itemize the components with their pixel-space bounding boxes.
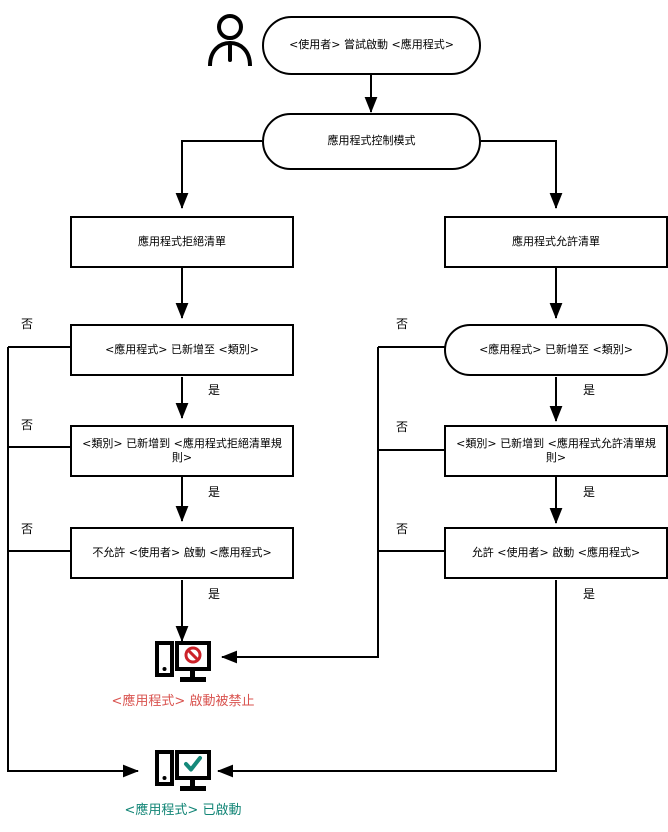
- node-allow-user-start-app-label: 允許 <使用者> 啟動 <應用程式>: [471, 545, 641, 559]
- node-deny-app-added-to-category[interactable]: <應用程式> 已新增至 <類別>: [70, 324, 294, 376]
- edge-label-yes-allow-category: 是: [583, 383, 596, 397]
- node-deny-user-start-app-label: 不允許 <使用者> 啟動 <應用程式>: [92, 545, 272, 559]
- terminal-blocked-caption: <應用程式> 啟動被禁止: [111, 694, 255, 709]
- node-denylist[interactable]: 應用程式拒絕清單: [70, 216, 294, 268]
- edge-label-yes-deny-rule: 是: [208, 485, 221, 499]
- terminal-allowed-caption: <應用程式> 已啟動: [124, 803, 242, 818]
- edge-label-no-deny-rule: 否: [21, 418, 34, 432]
- node-allow-app-added-to-category[interactable]: <應用程式> 已新增至 <類別>: [444, 324, 668, 376]
- node-start[interactable]: <使用者> 嘗試啟動 <應用程式>: [262, 16, 481, 75]
- edge-label-no-allow-start: 否: [396, 522, 409, 536]
- node-control-mode[interactable]: 應用程式控制模式: [262, 113, 481, 170]
- edge-label-no-deny-category: 否: [21, 317, 34, 331]
- node-control-mode-label: 應用程式控制模式: [327, 134, 416, 148]
- edge-label-no-deny-start: 否: [21, 522, 34, 536]
- node-deny-category-rule-label: <類別> 已新增到 <應用程式拒絕清單規則>: [82, 436, 282, 464]
- node-allow-app-added-to-category-label: <應用程式> 已新增至 <類別>: [479, 342, 633, 356]
- edge-label-yes-deny-category: 是: [208, 383, 221, 397]
- node-allow-category-rule-label: <類別> 已新增到 <應用程式允許清單規則>: [456, 436, 656, 464]
- node-start-label: <使用者> 嘗試啟動 <應用程式>: [289, 38, 454, 52]
- node-allow-category-rule[interactable]: <類別> 已新增到 <應用程式允許清單規則>: [444, 425, 668, 477]
- node-allowlist[interactable]: 應用程式允許清單: [444, 216, 668, 268]
- user-person-icon: [204, 12, 256, 72]
- node-allowlist-label: 應用程式允許清單: [512, 234, 600, 248]
- node-deny-user-start-app[interactable]: 不允許 <使用者> 啟動 <應用程式>: [70, 527, 294, 579]
- monitor-allowed-icon: [155, 750, 211, 791]
- edge-label-yes-allow-start: 是: [583, 587, 596, 601]
- monitor-blocked-icon: [155, 641, 211, 682]
- node-allow-user-start-app[interactable]: 允許 <使用者> 啟動 <應用程式>: [444, 527, 668, 579]
- node-denylist-label: 應用程式拒絕清單: [138, 234, 226, 248]
- edge-label-yes-allow-rule: 是: [583, 485, 596, 499]
- node-deny-app-added-to-category-label: <應用程式> 已新增至 <類別>: [105, 342, 259, 356]
- edge-label-no-allow-rule: 否: [396, 420, 409, 434]
- edge-label-no-allow-category: 否: [396, 317, 409, 331]
- terminal-blocked: <應用程式> 啟動被禁止: [108, 641, 258, 708]
- node-deny-category-rule[interactable]: <類別> 已新增到 <應用程式拒絕清單規則>: [70, 425, 294, 477]
- edge-label-yes-deny-start: 是: [208, 587, 221, 601]
- terminal-allowed: <應用程式> 已啟動: [108, 750, 258, 817]
